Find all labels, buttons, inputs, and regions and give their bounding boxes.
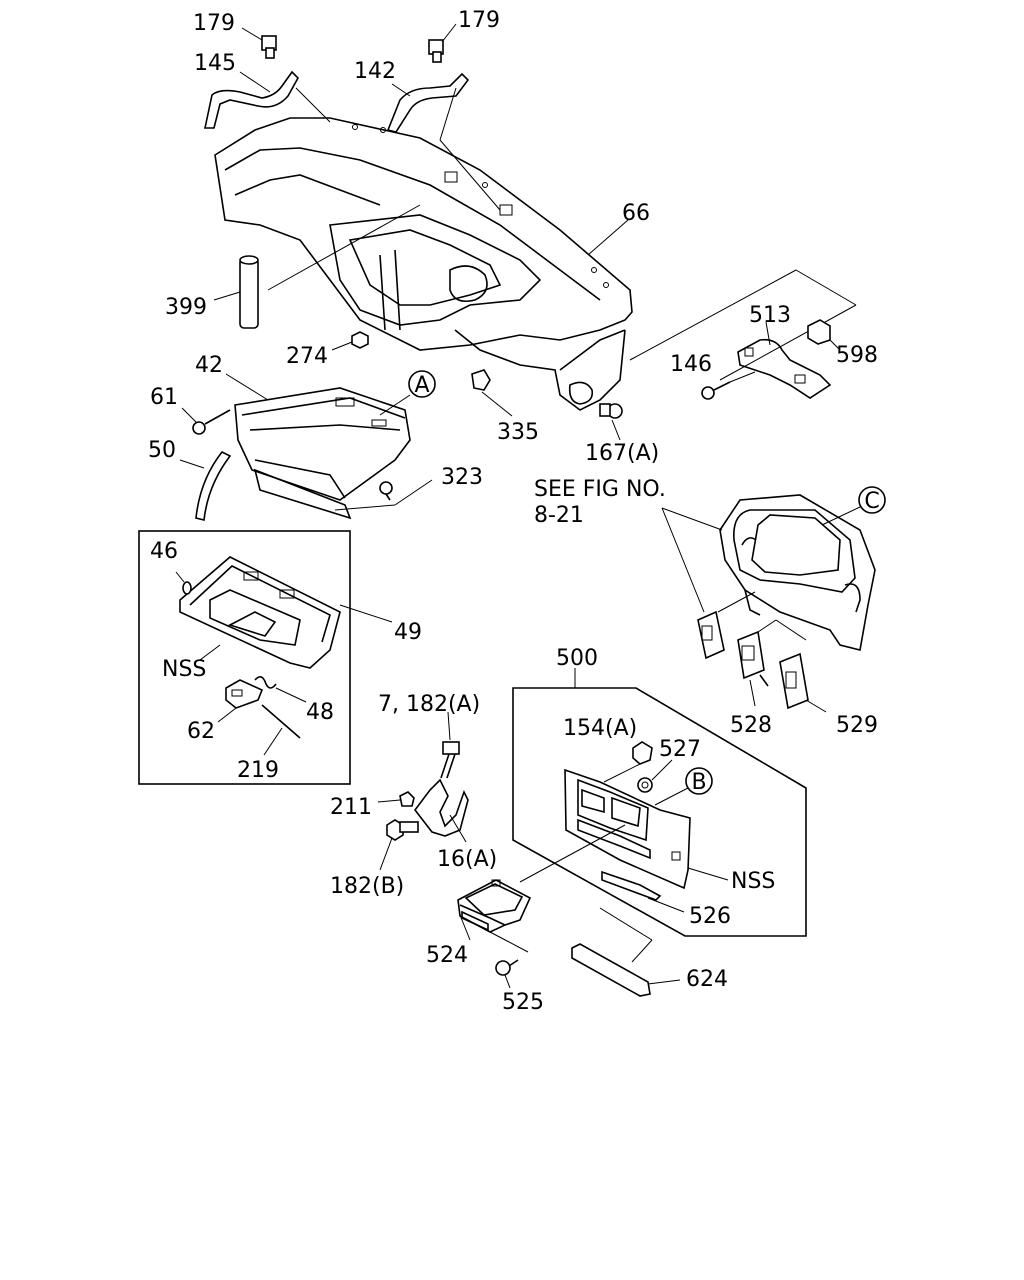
label-nss-lid: NSS bbox=[162, 657, 206, 682]
label-323: 323 bbox=[441, 465, 483, 490]
label-624: 624 bbox=[686, 967, 728, 992]
label-61: 61 bbox=[150, 385, 178, 410]
bolt-182b bbox=[386, 819, 419, 841]
label-nss-bezel: NSS bbox=[731, 869, 775, 894]
callout-c-label: C bbox=[864, 489, 879, 514]
label-211: 211 bbox=[330, 795, 372, 820]
glove-box-42 bbox=[234, 387, 411, 520]
label-526: 526 bbox=[689, 904, 731, 929]
label-7-182a: 7, 182(A) bbox=[378, 692, 480, 717]
fastener-323 bbox=[379, 481, 393, 501]
label-48: 48 bbox=[306, 700, 334, 725]
label-527: 527 bbox=[659, 737, 701, 762]
nut-527 bbox=[637, 777, 653, 793]
label-528: 528 bbox=[730, 713, 772, 738]
label-513: 513 bbox=[749, 303, 791, 328]
grommet-46 bbox=[182, 581, 192, 595]
assembly-500-outline bbox=[512, 687, 807, 937]
dash-frame-66 bbox=[214, 117, 633, 411]
label-529: 529 bbox=[836, 713, 878, 738]
label-62: 62 bbox=[187, 719, 215, 744]
label-142: 142 bbox=[354, 59, 396, 84]
label-154a: 154(A) bbox=[563, 716, 637, 741]
callout-b: B bbox=[685, 767, 713, 795]
label-500: 500 bbox=[556, 646, 598, 671]
label-49: 49 bbox=[394, 620, 422, 645]
label-16a: 16(A) bbox=[437, 847, 497, 872]
reference-line-1: SEE FIG NO. bbox=[534, 477, 666, 502]
label-66: 66 bbox=[622, 201, 650, 226]
rod-219 bbox=[261, 704, 301, 739]
switch-left bbox=[697, 610, 725, 660]
label-182b: 182(B) bbox=[330, 874, 404, 899]
label-167a: 167(A) bbox=[585, 441, 659, 466]
label-179-right: 179 bbox=[458, 8, 500, 33]
switch-528 bbox=[737, 630, 769, 687]
latch-62 bbox=[225, 679, 264, 709]
label-219: 219 bbox=[237, 758, 279, 783]
nut-274 bbox=[351, 331, 369, 349]
strip-624 bbox=[571, 943, 651, 997]
subassembly-box bbox=[138, 530, 351, 785]
screw-61 bbox=[192, 409, 231, 435]
reference-line-2: 8-21 bbox=[534, 503, 584, 528]
strip-50 bbox=[195, 450, 232, 521]
bracket-142 bbox=[386, 72, 470, 133]
label-598: 598 bbox=[836, 343, 878, 368]
spring-48 bbox=[254, 676, 277, 689]
label-50: 50 bbox=[148, 438, 176, 463]
bolt-7-182a bbox=[440, 741, 460, 779]
clip-154a bbox=[632, 741, 653, 765]
screw-146 bbox=[701, 381, 731, 400]
nut-211 bbox=[399, 791, 415, 807]
label-42: 42 bbox=[195, 353, 223, 378]
bracket-513 bbox=[737, 338, 832, 399]
switch-529 bbox=[779, 652, 809, 710]
tube-399 bbox=[239, 255, 259, 329]
label-145: 145 bbox=[194, 51, 236, 76]
ashtray-524 bbox=[457, 879, 532, 933]
strip-526 bbox=[601, 870, 662, 901]
callout-c: C bbox=[858, 486, 886, 514]
bolt-179-right bbox=[428, 39, 444, 63]
label-179-left: 179 bbox=[193, 11, 235, 36]
bolt-179-left bbox=[261, 35, 277, 59]
bracket-145 bbox=[204, 70, 299, 129]
label-524: 524 bbox=[426, 943, 468, 968]
label-525: 525 bbox=[502, 990, 544, 1015]
label-399: 399 bbox=[165, 295, 207, 320]
bolt-167a bbox=[599, 403, 623, 419]
clip-335 bbox=[471, 369, 491, 391]
label-274: 274 bbox=[286, 344, 328, 369]
label-335: 335 bbox=[497, 420, 539, 445]
instrument-panel bbox=[719, 494, 876, 651]
callout-a: A bbox=[408, 370, 436, 398]
label-146: 146 bbox=[670, 352, 712, 377]
bracket-16a bbox=[413, 778, 469, 837]
clip-598 bbox=[807, 319, 831, 345]
callout-b-label: B bbox=[691, 770, 706, 795]
cluster-bezel bbox=[564, 768, 691, 890]
callout-a-label: A bbox=[414, 373, 429, 398]
glove-box-lid-49 bbox=[179, 556, 341, 669]
screw-525 bbox=[495, 959, 519, 976]
label-46: 46 bbox=[150, 539, 178, 564]
